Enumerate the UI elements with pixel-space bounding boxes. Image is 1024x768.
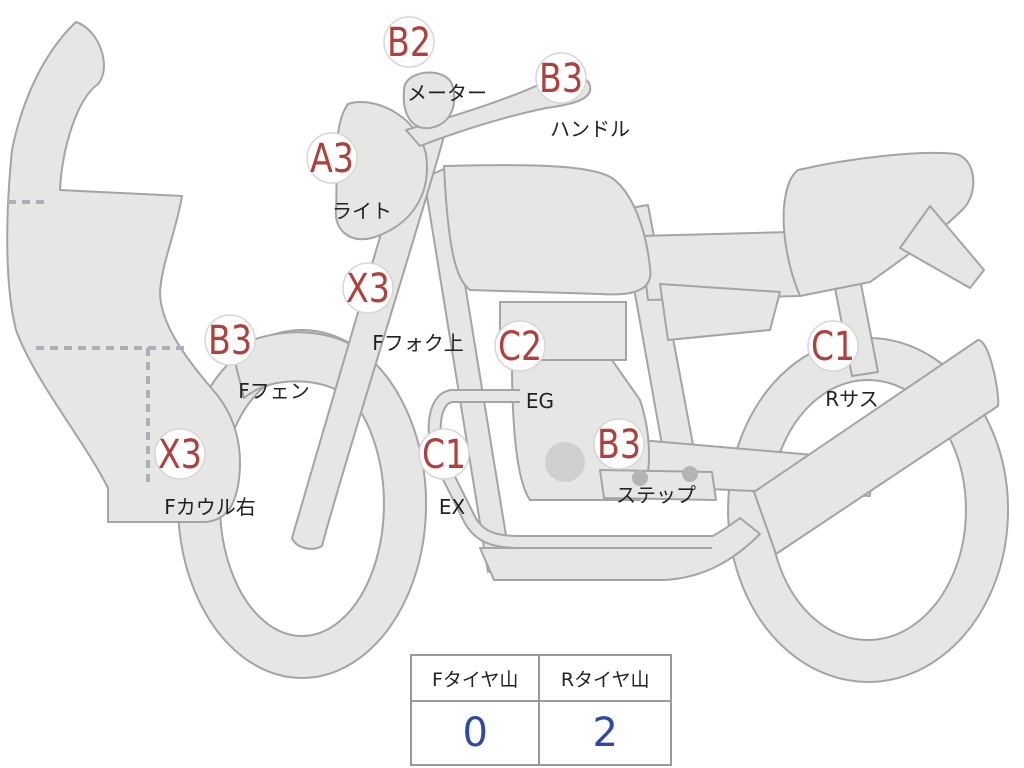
front-tire-tread-value: 0 xyxy=(409,700,541,766)
meter xyxy=(402,71,456,130)
part-label: ステップ xyxy=(616,483,696,507)
rear-tire-tread-header: Rタイヤ山 xyxy=(538,654,672,702)
grade-label: X3 xyxy=(158,432,202,478)
part-label: ライト xyxy=(332,199,392,223)
fairing-section-lines xyxy=(8,200,190,488)
grade-label: C2 xyxy=(498,324,542,370)
marker-circle xyxy=(154,428,206,480)
tire-tread-table: Fタイヤ山 Rタイヤ山 0 2 xyxy=(409,654,672,766)
side-cover xyxy=(659,283,781,341)
condition-marker-handle[interactable]: B3 ハンドル xyxy=(535,52,630,141)
part-label: メーター xyxy=(407,81,487,105)
front-fork xyxy=(291,135,445,550)
grade-label: C1 xyxy=(811,324,855,370)
marker-circle xyxy=(204,314,256,366)
condition-marker-meter[interactable]: B2 メーター xyxy=(383,16,487,105)
marker-circle xyxy=(807,320,859,372)
condition-marker-step[interactable]: B3 ステップ xyxy=(593,418,696,507)
marker-circle xyxy=(535,52,587,104)
step-bolt-2 xyxy=(682,466,698,482)
step-bolt-1 xyxy=(632,470,648,486)
marker-circle xyxy=(593,418,645,470)
grade-label: B3 xyxy=(539,56,583,102)
part-label: ハンドル xyxy=(550,117,630,141)
marker-circle xyxy=(342,262,394,314)
part-label: EX xyxy=(439,495,466,519)
part-label: EG xyxy=(526,389,554,413)
condition-marker-light[interactable]: A3 ライト xyxy=(306,132,392,223)
grade-label: C1 xyxy=(422,432,466,478)
front-tire-tread-header: Fタイヤ山 xyxy=(409,654,541,702)
muffler xyxy=(753,339,1000,555)
tail-tip xyxy=(899,205,985,289)
rear-tire-tread-value: 2 xyxy=(538,700,672,766)
fuel-tank xyxy=(443,164,652,296)
part-label: Fフェン xyxy=(238,379,310,403)
part-label: Rサス xyxy=(825,387,879,411)
grade-label: A3 xyxy=(310,136,354,182)
grade-label: B3 xyxy=(208,318,252,364)
grade-label: B3 xyxy=(597,422,641,468)
marker-circle xyxy=(306,132,358,184)
front-fairing xyxy=(6,21,241,523)
part-label: Fカウル右 xyxy=(164,495,256,519)
marker-circle xyxy=(494,320,546,372)
engine-cover-dot xyxy=(545,442,585,482)
grade-label: X3 xyxy=(346,266,390,312)
marker-circle xyxy=(383,16,435,68)
part-label: Fフォク上 xyxy=(372,331,464,355)
marker-circle xyxy=(418,428,470,480)
grade-label: B2 xyxy=(387,20,431,66)
